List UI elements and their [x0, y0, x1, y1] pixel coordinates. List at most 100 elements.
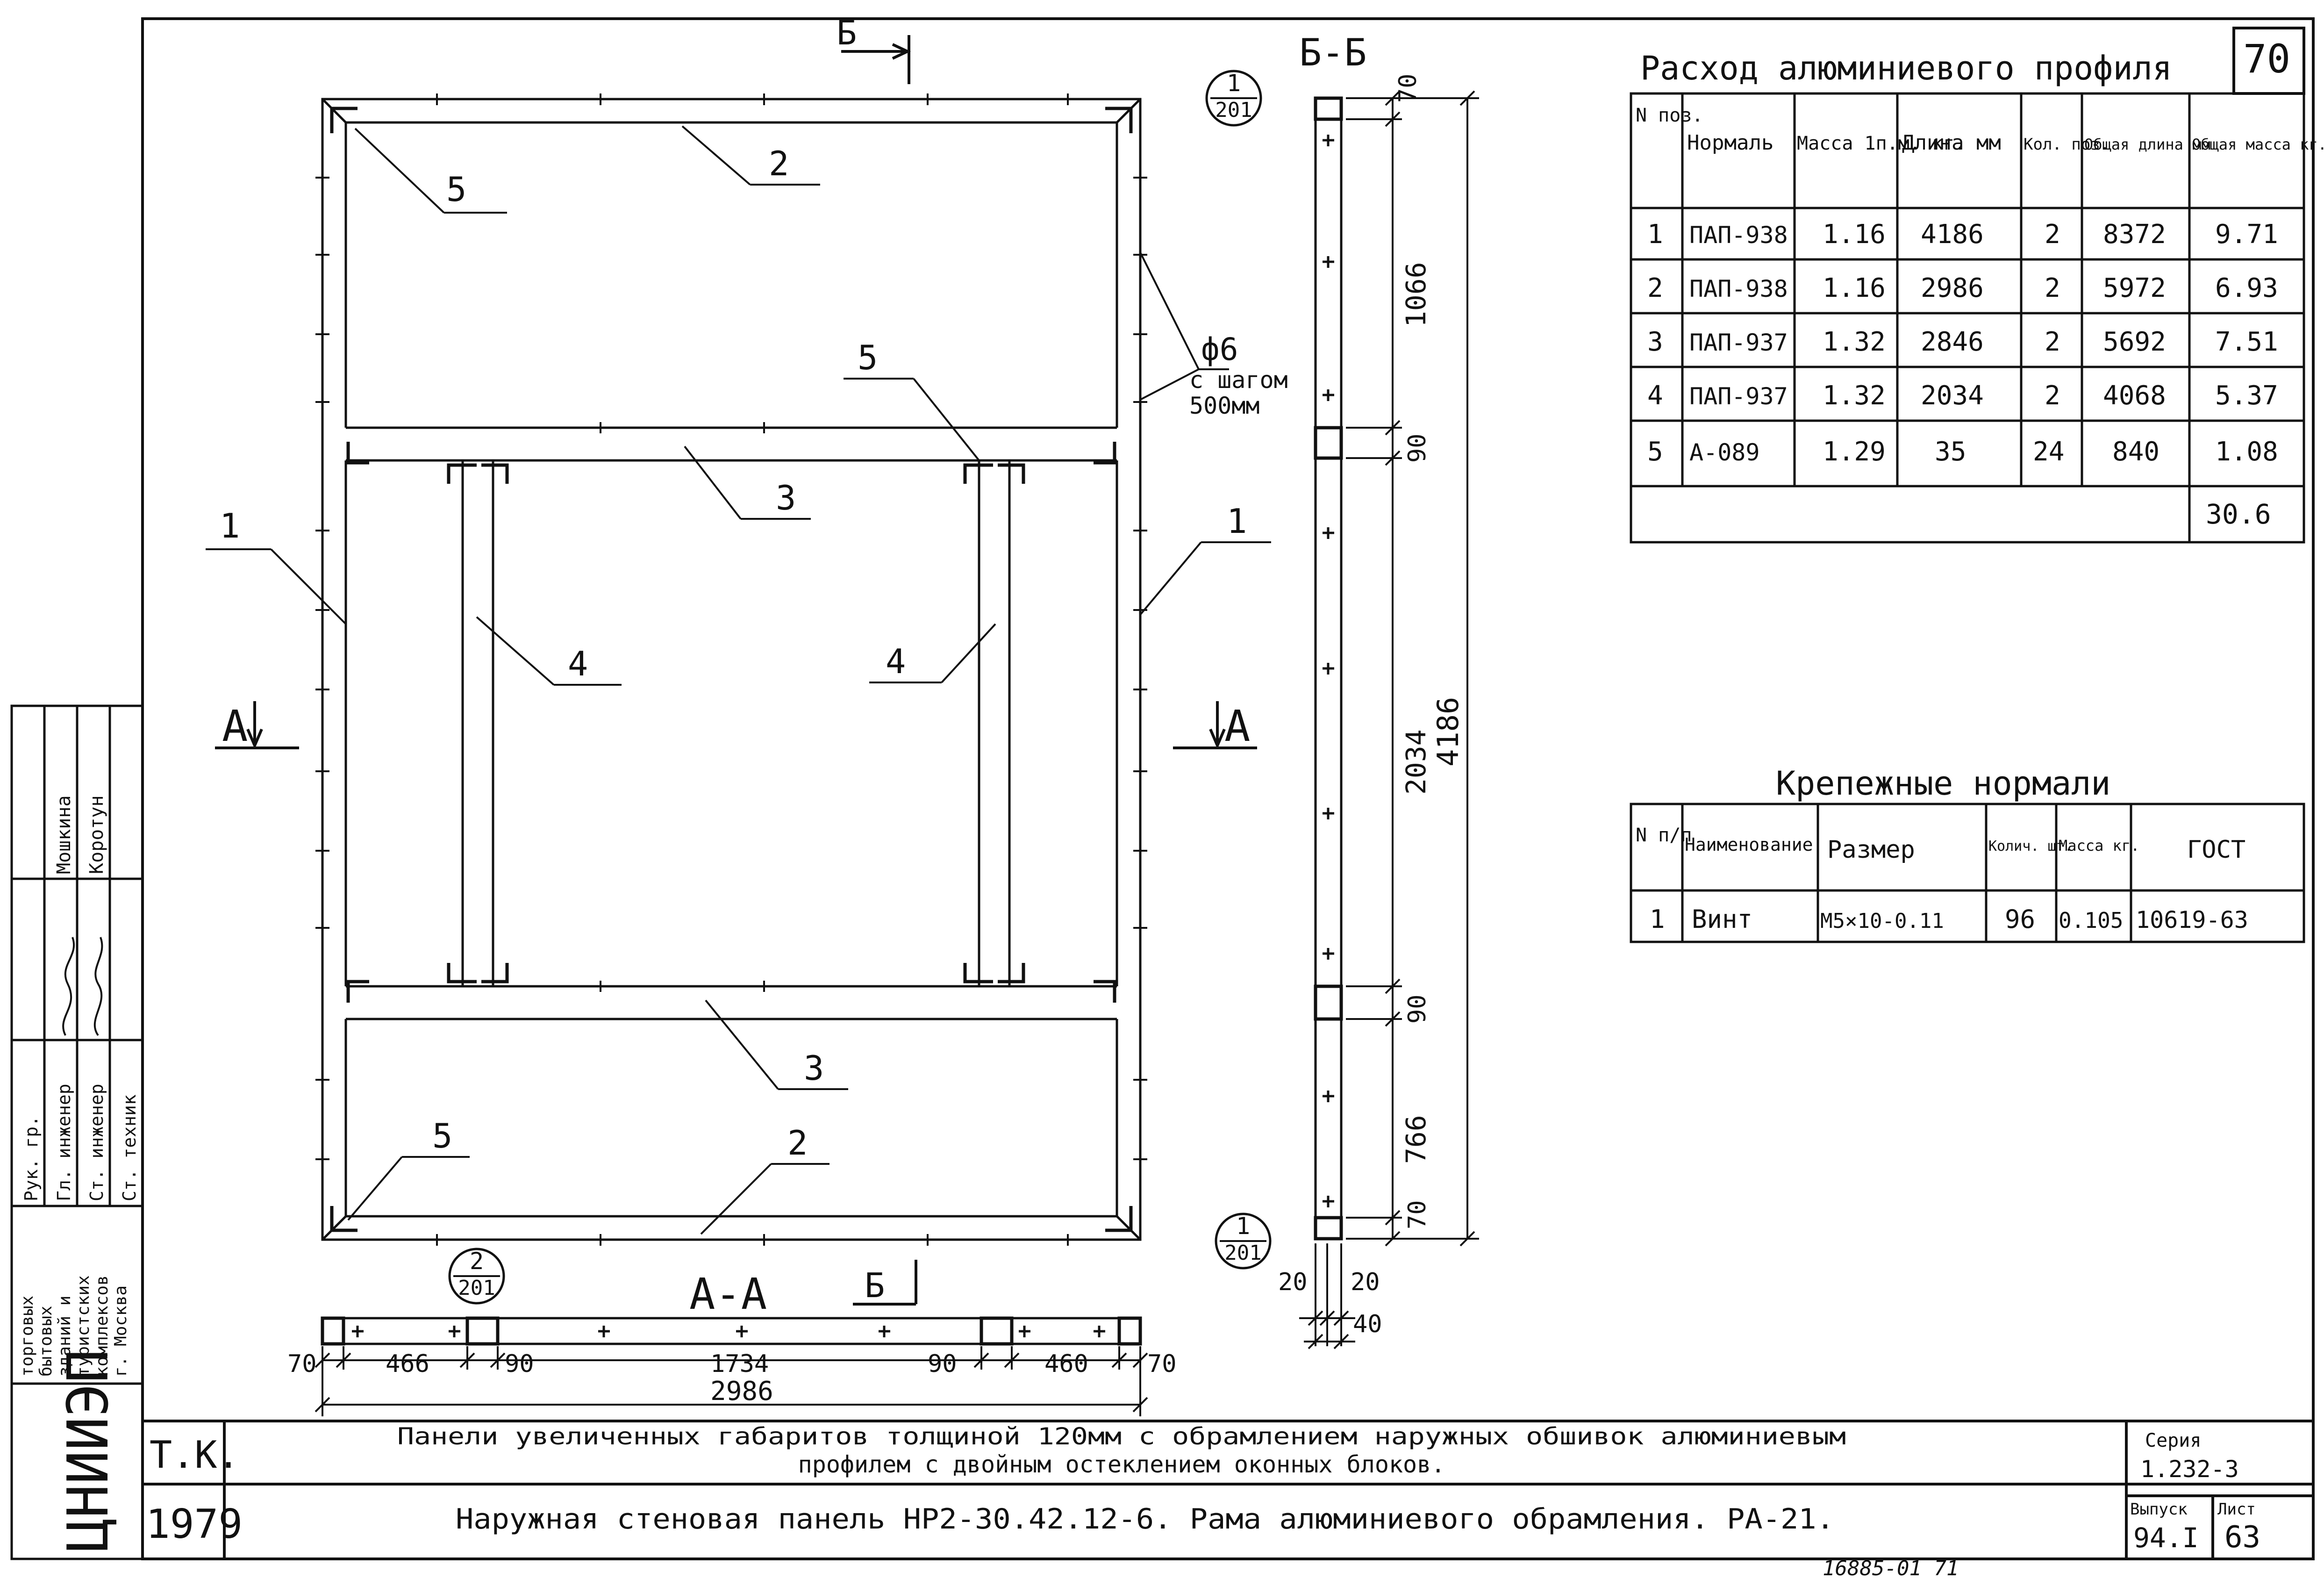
table-cell: 1.16: [1823, 273, 1886, 303]
stamp-org-desc-6: г. Москва: [111, 1285, 130, 1377]
dim-bb-2034: 2034: [1400, 729, 1432, 795]
corner-brackets: [330, 107, 1133, 1232]
fast-h-mass: Масса кг.: [2059, 837, 2139, 854]
archive-number: 16885-01 71: [1823, 1557, 1959, 1579]
stamp-org-desc-1: торговых: [18, 1296, 37, 1377]
table-cell: 840: [2112, 437, 2160, 467]
signature-2: [93, 937, 103, 1036]
stamp-org-desc-2: бытовых: [36, 1306, 56, 1377]
fastener-table-title: Крепежные нормали: [1776, 764, 2110, 803]
dim-aa-1734: 1734: [710, 1350, 769, 1378]
table-cell: 0.105: [2059, 908, 2123, 933]
table-cell: 2: [2045, 380, 2060, 411]
table-cell: 5: [1647, 437, 1663, 467]
table-cell: 5692: [2103, 327, 2166, 357]
stamp-role-3: Ст. инженер: [86, 1084, 107, 1201]
table-cell: 24: [2033, 437, 2064, 467]
side-stamp: Рук. гр. Гл. инженер Ст. инженер Ст. тех…: [10, 704, 144, 1560]
table-cell: 10619-63: [2136, 906, 2248, 933]
stamp-role-1: Рук. гр.: [21, 1116, 42, 1201]
callout-2-bottom: 2: [787, 1123, 808, 1163]
bolt-pitch-line1: с шагом: [1189, 366, 1288, 394]
table-cell: 1.32: [1823, 380, 1886, 411]
fast-h-gost: ГОСТ: [2187, 836, 2245, 864]
dim-bb-90a: 90: [1403, 433, 1431, 463]
table-cell: ПАП-937: [1689, 329, 1788, 356]
bolt-pitch-line2: 500мм: [1189, 392, 1260, 419]
table-cell: 9.71: [2215, 219, 2278, 250]
fast-h-npp: N п/п: [1636, 825, 1692, 846]
callout-3-top: 3: [776, 478, 796, 517]
cut-a-right: А: [1224, 701, 1250, 751]
title-line-2: профилем с двойным остеклением оконных б…: [798, 1451, 1445, 1478]
fast-h-qty: Колич. шт.: [1988, 838, 2073, 854]
table-cell: 2986: [1921, 273, 1984, 303]
stamp-org-desc-5: комплексов: [93, 1275, 112, 1377]
alu-h-npos: N поз.: [1636, 105, 1703, 126]
alu-h-total-length: Общая длина мм: [2084, 136, 2210, 153]
callout-1-left: 1: [220, 506, 240, 545]
alu-h-normal: Нормаль: [1687, 131, 1773, 155]
table-cell: 1: [1650, 904, 1665, 934]
cut-b-bottom: Б: [865, 1266, 885, 1305]
dim-bb-bot70: 70: [1403, 1200, 1431, 1229]
stamp-name-2: Мошкина: [53, 795, 75, 874]
table-cell: 1.08: [2215, 437, 2278, 467]
signature-1: [62, 937, 75, 1036]
node-ref-top-num: 1: [1227, 70, 1241, 97]
dim-bb-1066: 1066: [1400, 262, 1432, 327]
table-cell: А-089: [1689, 439, 1760, 466]
dim-bb-top70: 70: [1394, 73, 1422, 103]
cut-a-left: А: [222, 701, 248, 751]
node-ref-bottom-right: 1 201: [1215, 1213, 1272, 1270]
dim-aa-70-right: 70: [1147, 1350, 1177, 1378]
cut-b-top: Б: [837, 13, 857, 52]
title-line-1: Панели увеличенных габаритов толщиной 12…: [397, 1423, 1846, 1450]
node-ref-bottom-left: 2 201: [448, 1248, 505, 1305]
stamp-org-desc-3: зданий и: [55, 1296, 74, 1377]
alu-h-qty: Кол. поз.: [2024, 135, 2109, 154]
stamp-org: ЦНИИЭП: [56, 1349, 121, 1552]
section-bb-strip: [1314, 96, 1343, 1241]
title-line-3: Наружная стеновая панель НР2-30.42.12-6.…: [456, 1503, 1834, 1536]
aluminium-table-title: Расход алюминиевого профиля: [1640, 49, 2172, 87]
dim-aa-90-right: 90: [928, 1350, 957, 1378]
table-cell: 1.32: [1823, 327, 1886, 357]
callout-5-bottom: 5: [432, 1116, 452, 1156]
table-cell: 2846: [1921, 327, 1984, 357]
table-cell: М5×10-0.11: [1820, 909, 1944, 933]
callout-5-top: 5: [446, 170, 466, 209]
section-aa-dimensions: [315, 1346, 1148, 1416]
dim-aa-total: 2986: [710, 1376, 773, 1407]
table-cell: 3: [1647, 327, 1663, 357]
fast-h-size: Размер: [1827, 836, 1915, 864]
node-ref-bottom-right-sheet: 201: [1224, 1241, 1261, 1265]
section-aa-strip: [321, 1316, 1142, 1346]
section-cut-a: [215, 701, 1257, 749]
bolt-diameter: ф6: [1201, 331, 1238, 367]
title-year: 1979: [146, 1501, 243, 1548]
node-ref-bottom-left-sheet: 201: [458, 1276, 495, 1300]
node-ref-bottom-right-num: 1: [1236, 1213, 1250, 1240]
node-ref-top: 1 201: [1205, 70, 1262, 127]
table-cell: 96: [2005, 904, 2035, 934]
section-bb-dimensions: [1299, 90, 1479, 1349]
dim-bb-20b: 20: [1351, 1268, 1380, 1296]
table-cell: ПАП-938: [1689, 222, 1788, 249]
dim-aa-460: 460: [1044, 1350, 1088, 1378]
fastener-table-grid: [1630, 803, 2305, 943]
table-cell: 5972: [2103, 273, 2166, 303]
dim-bb-90b: 90: [1403, 994, 1431, 1024]
table-cell: Винт: [1692, 904, 1752, 934]
dim-bb-40: 40: [1353, 1310, 1382, 1338]
table-cell: ПАП-937: [1689, 383, 1788, 410]
aluminium-table-rows: 1 ПАП-938 1.16 4186 2 8372 9.71 2 ПАП-93…: [1647, 219, 2278, 467]
table-cell: 35: [1935, 437, 1966, 467]
series-value: 1.232-3: [2140, 1456, 2239, 1483]
bolt-ticks: [315, 93, 1147, 1246]
issue-value: 94.I: [2133, 1522, 2199, 1554]
table-cell: 8372: [2103, 219, 2166, 250]
stamp-name-3: Коротун: [86, 795, 107, 874]
table-cell: 4: [1647, 380, 1663, 411]
